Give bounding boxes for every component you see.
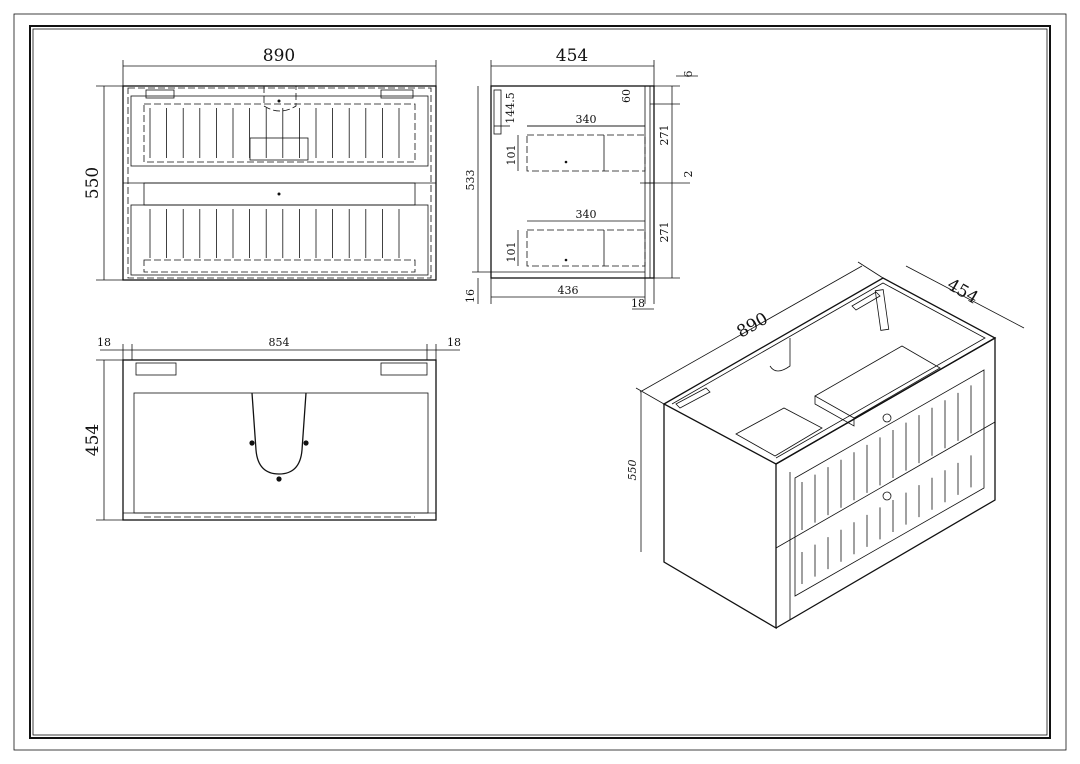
iso-width-dim: 890 (733, 309, 771, 343)
side-hanger-offset-dim: 144.5 (504, 92, 517, 124)
top-depth-dim: 454 (83, 424, 103, 456)
iso-height-dim: 550 (626, 460, 639, 481)
front-view: 890 550 (83, 46, 437, 281)
side-front1-dim: 271 (658, 125, 671, 146)
side-drawer2-depth-dim: 340 (576, 208, 597, 221)
side-drawer1-depth-dim: 340 (576, 113, 597, 126)
top-inner-width-dim: 854 (269, 336, 290, 349)
side-drawer1-height-dim: 101 (505, 145, 518, 166)
top-left-panel-dim: 18 (97, 336, 111, 349)
front-height-dim: 550 (83, 167, 103, 199)
side-depth-dim: 454 (556, 46, 588, 66)
drawing-frame (13, 13, 1067, 751)
side-view: 454 6 60 271 2 271 340 340 (464, 46, 698, 310)
iso-depth-dim: 454 (943, 275, 981, 309)
top-view: 18 854 18 454 (83, 336, 461, 521)
side-front2-dim: 271 (658, 222, 671, 243)
top-right-panel-dim: 18 (447, 336, 461, 349)
side-drawer2-height-dim: 101 (505, 242, 518, 263)
side-top-gap-dim: 6 (682, 71, 695, 78)
side-front-thickness-dim: 18 (631, 297, 645, 310)
side-body-height-dim: 533 (464, 170, 477, 191)
front-width-dim: 890 (263, 46, 295, 66)
side-base-inset-dim: 16 (464, 289, 477, 303)
side-top-rail-dim: 60 (620, 89, 633, 103)
isometric-view: 890 454 550 (626, 261, 1025, 630)
side-inner-depth-dim: 436 (558, 284, 579, 297)
side-gap-dim: 2 (682, 171, 695, 178)
